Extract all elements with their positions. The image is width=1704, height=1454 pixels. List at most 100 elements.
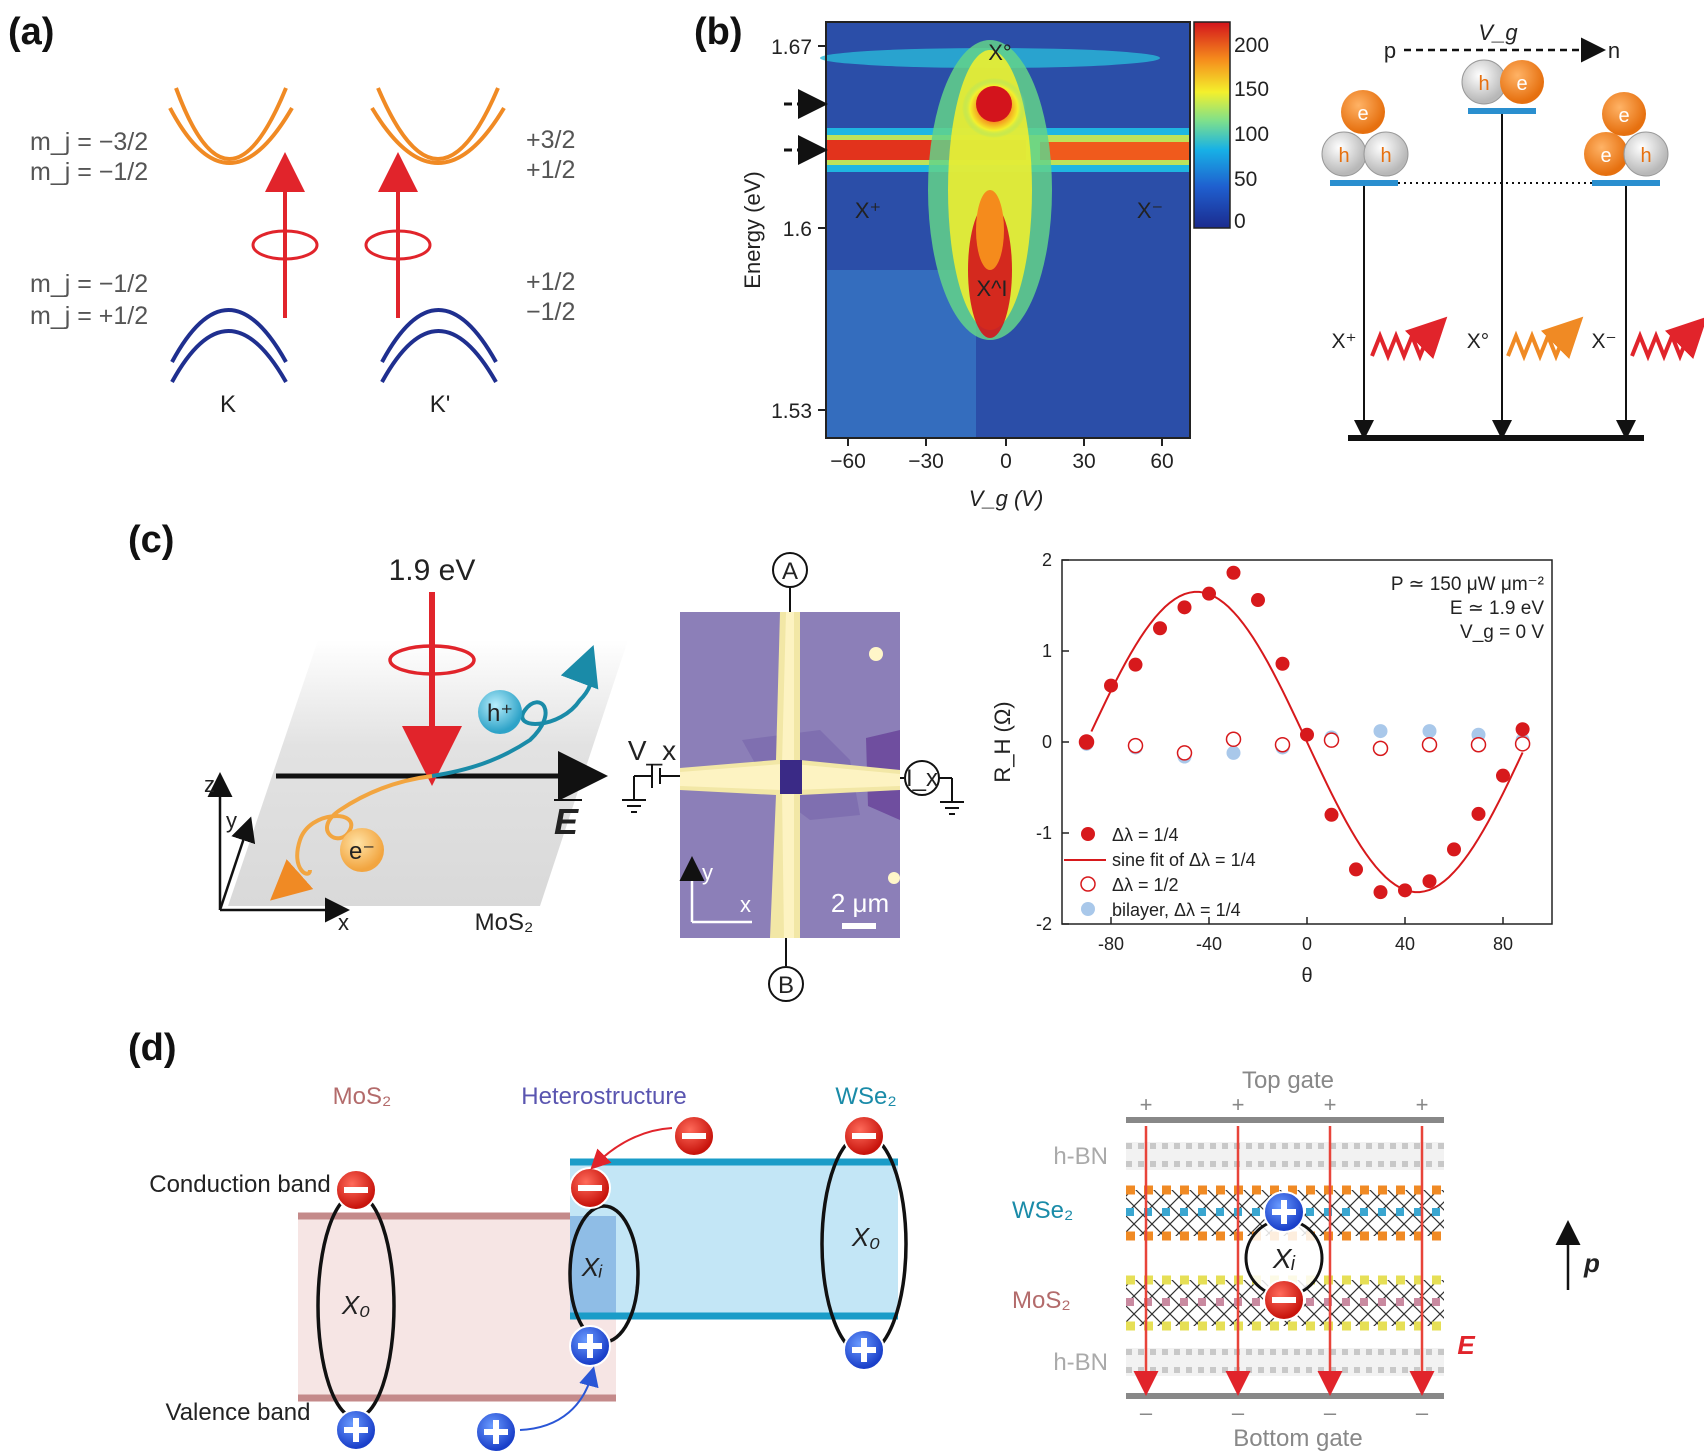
data-point: [1515, 722, 1530, 737]
terminal-b-icon: [768, 966, 804, 1002]
x-tick-label: 80: [1493, 934, 1513, 954]
minus-sign: [1272, 1297, 1296, 1303]
panel-c: (c) E 1.9 eV h⁺ e⁻ MoS₂ z y x: [128, 519, 1553, 1002]
valence-band-upper: [380, 308, 498, 363]
terminal-a-label: A: [782, 558, 798, 585]
mos2-sheet: [228, 640, 628, 906]
hole-carrier-label: h⁺: [487, 700, 513, 727]
micro-axis-label-y: y: [702, 860, 713, 885]
data-point: [1398, 883, 1412, 898]
axis-label-z: z: [204, 772, 215, 797]
chart-annotation: V_g = 0 V: [1460, 622, 1544, 643]
data-point: [1176, 745, 1193, 761]
electron-label: e: [1357, 103, 1368, 125]
electron-trajectory-arrow: [270, 859, 314, 901]
legend-label: Δλ = 1/4: [1112, 825, 1179, 845]
data-point: [1373, 885, 1388, 900]
valley-label-k: K: [220, 391, 236, 418]
data-point: [1226, 565, 1241, 580]
valence-band-lower: [170, 329, 288, 383]
data-point: [1422, 874, 1437, 889]
heatmap-frame: [825, 21, 1191, 439]
band-alignment-diagram: MoS₂ Heterostructure WSe₂ X₀ Xᵢ X₀ Condu…: [149, 1083, 908, 1453]
hole-label: h: [1380, 145, 1391, 167]
minus-sign: [852, 1133, 876, 1139]
transition-label: X⁺: [1331, 330, 1356, 353]
data-point: [1514, 736, 1531, 752]
title-mos2: MoS₂: [333, 1083, 392, 1110]
colorbar-tick: 50: [1234, 168, 1257, 191]
legend-label: bilayer, Δλ = 1/4: [1112, 900, 1241, 920]
electron-label: e: [1618, 105, 1629, 127]
heatmap-feature: [976, 190, 1004, 270]
hole-label: h: [1478, 73, 1489, 95]
dipole-label: p: [1583, 1248, 1600, 1278]
data-point: [1323, 732, 1340, 748]
circular-polarization-icon: [388, 644, 476, 676]
legend-marker: [1080, 876, 1096, 892]
panel-b: (b) X° X⁺ X⁻ X^I 1.67: [694, 11, 1704, 511]
peak-label-xi: X^I: [976, 276, 1007, 301]
colorbar-tick: 200: [1234, 34, 1269, 57]
material-label: MoS₂: [475, 909, 534, 936]
circular-polarization-icon: [364, 229, 432, 261]
electron-label: e: [1600, 145, 1611, 167]
electron-particle-icon: [340, 828, 384, 872]
hole-particle-icon: [478, 690, 522, 734]
electron-icon: [1602, 92, 1646, 136]
trion-diagram: V_g p n e h h h e e e: [1321, 20, 1704, 441]
photon-energy-label: 1.9 eV: [389, 554, 476, 587]
transition-label: X⁻: [1591, 330, 1616, 353]
x-tick-label: −60: [830, 450, 866, 473]
minus-sign: [578, 1185, 602, 1191]
mj-label: +1/2: [526, 156, 575, 184]
p-label: p: [1384, 38, 1396, 63]
mj-label: +3/2: [526, 126, 575, 154]
panel-label-c: (c): [128, 519, 174, 561]
mj-labels-left: m_j = −3/2 m_j = −1/2 m_j = −1/2 m_j = +…: [30, 128, 148, 330]
sine-fit-line: [1090, 590, 1524, 894]
x-tick-label: -80: [1098, 934, 1124, 954]
hall-bar-channel: [780, 760, 802, 794]
mj-label: +1/2: [526, 268, 575, 296]
minus-sign: –: [1324, 1400, 1337, 1425]
heatmap-y-axis-label: Energy (eV): [740, 171, 765, 288]
plus-sign: +: [1416, 1092, 1429, 1117]
hole-label: h: [1640, 145, 1651, 167]
conduction-band-lower: [168, 106, 294, 165]
valence-band-upper: [170, 308, 288, 363]
plus-sign: [353, 1418, 359, 1442]
data-point: [1128, 657, 1143, 672]
legend-label: sine fit of Δλ = 1/4: [1112, 850, 1256, 870]
hole-icon: [1623, 131, 1669, 177]
valley-k: K: [168, 87, 319, 418]
electron-icon: [1584, 132, 1628, 176]
device-micrograph: y x 2 μm A B V_x I_x: [622, 552, 964, 1002]
minus-sign: [682, 1133, 706, 1139]
heatmap-y-ticks: 1.67 1.6 1.53: [771, 36, 826, 423]
mj-label: m_j = +1/2: [30, 302, 148, 330]
wse2-label: WSe₂: [1012, 1197, 1073, 1224]
y-tick-label: 1.67: [771, 36, 812, 59]
wse2-gap: [570, 1162, 898, 1316]
heatmap-feature: [976, 86, 1012, 122]
vg-label: V_g: [1478, 20, 1518, 45]
hole-transfer-arrow: [519, 1366, 599, 1431]
electron-trajectory: [295, 774, 433, 876]
chart-annotation: P ≃ 150 μW μm⁻²: [1391, 574, 1544, 595]
legend-label: Δλ = 1/2: [1112, 875, 1179, 895]
electron-carrier-label: e⁻: [349, 838, 375, 865]
peak-label-x0: X°: [988, 40, 1011, 65]
y-tick-label: -1: [1036, 823, 1052, 843]
electron-icon: [1341, 90, 1385, 134]
data-point: [1372, 740, 1389, 757]
terminal-a-icon: [772, 552, 808, 588]
x-tick-label: 60: [1150, 450, 1173, 473]
electron-icon: [1500, 60, 1544, 104]
minus-sign: –: [1232, 1400, 1245, 1425]
mj-label: −1/2: [526, 298, 575, 326]
colorbar-tick: 0: [1234, 210, 1246, 233]
data-point: [1251, 593, 1265, 608]
y-tick-label: 1.53: [771, 400, 812, 423]
